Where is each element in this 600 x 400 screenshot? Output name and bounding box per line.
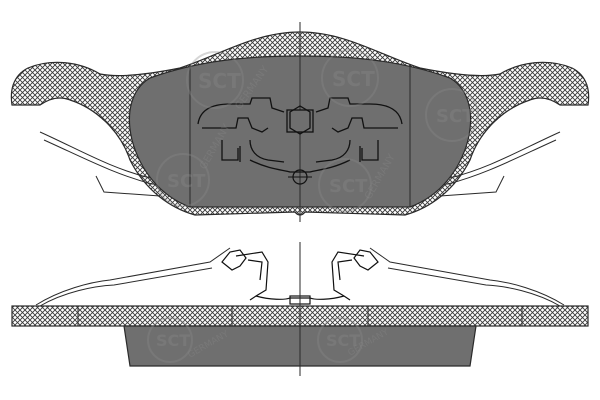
watermark-logo: SCT [329,176,368,197]
chamfer-lines [189,64,411,207]
watermark-logo: SCT [198,69,241,93]
watermark-logo: SCT [436,106,475,127]
watermark-logo: SCT [156,331,190,350]
watermark-logo: SCT [167,171,206,192]
front-view: SCT GERMANY SCT SCT SCT GERMANY SCT GERM… [10,22,590,222]
watermark-logo: SCT [332,67,375,91]
spring-wires-side [35,247,565,307]
side-view: SCT GERMANY SCT GERMANY [11,242,589,376]
watermark-logo: SCT [326,331,360,350]
retaining-clip [197,97,403,173]
spring-wires-front [39,131,561,197]
